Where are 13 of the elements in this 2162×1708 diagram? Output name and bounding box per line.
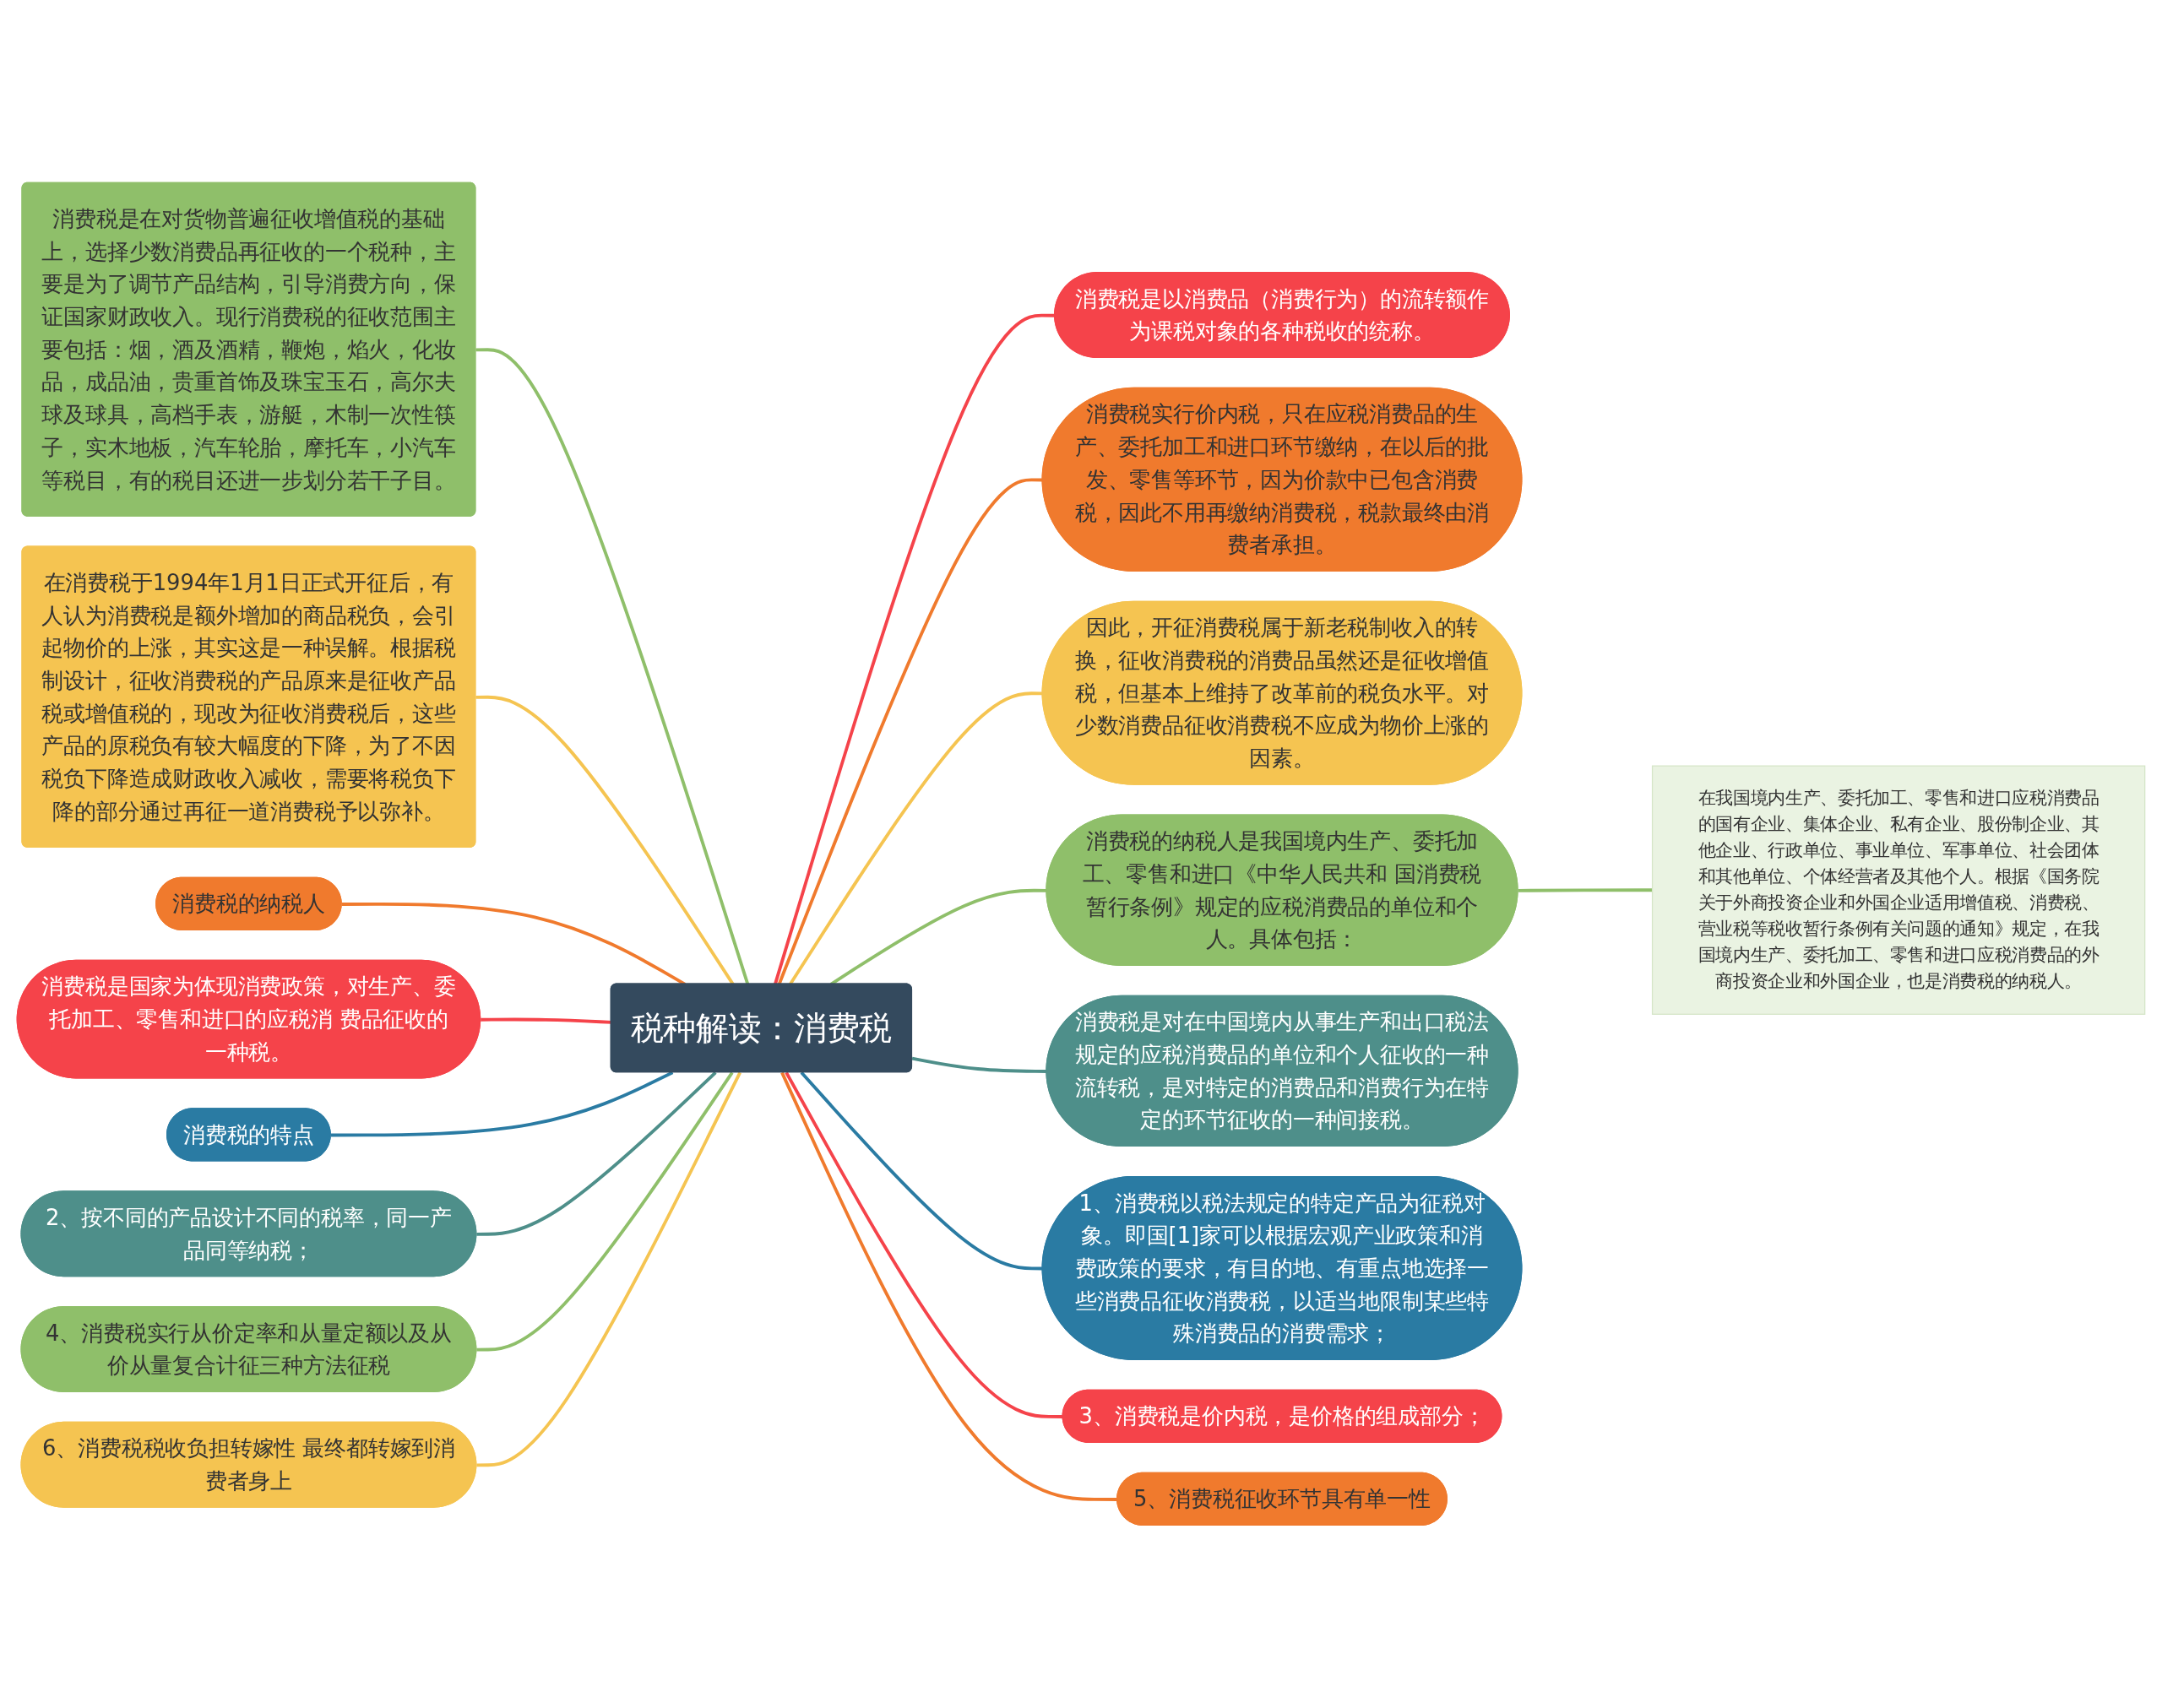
connector [475, 348, 750, 985]
connector [476, 1071, 717, 1236]
connector [476, 1071, 741, 1467]
connector [780, 1071, 1118, 1502]
connector [777, 478, 1043, 985]
connector [476, 1071, 734, 1352]
connector [330, 1071, 674, 1137]
connector [911, 1056, 1047, 1074]
connector [800, 1071, 1043, 1271]
connector [1518, 888, 1653, 892]
node-box: 在我国境内生产、委托加工、零售和进口应税消费品的国有企业、集体企业、私有企业、股份制企业、其他企业、行政单位、事业单位、军事单位、社会团体和其他单位、个体经营者及其他个人。根据《国务院关于外商投资企业和外国企业适用增值税、消费税、营业税等税收暂行条例有关问题的通知》规定，在我国境内生产、委托加工、零售和进口应税消费品的外商投资企业和外国企业，也是消费税的纳税人。 [1651, 765, 2146, 1016]
connector [773, 313, 1056, 985]
connector [785, 1071, 1063, 1419]
